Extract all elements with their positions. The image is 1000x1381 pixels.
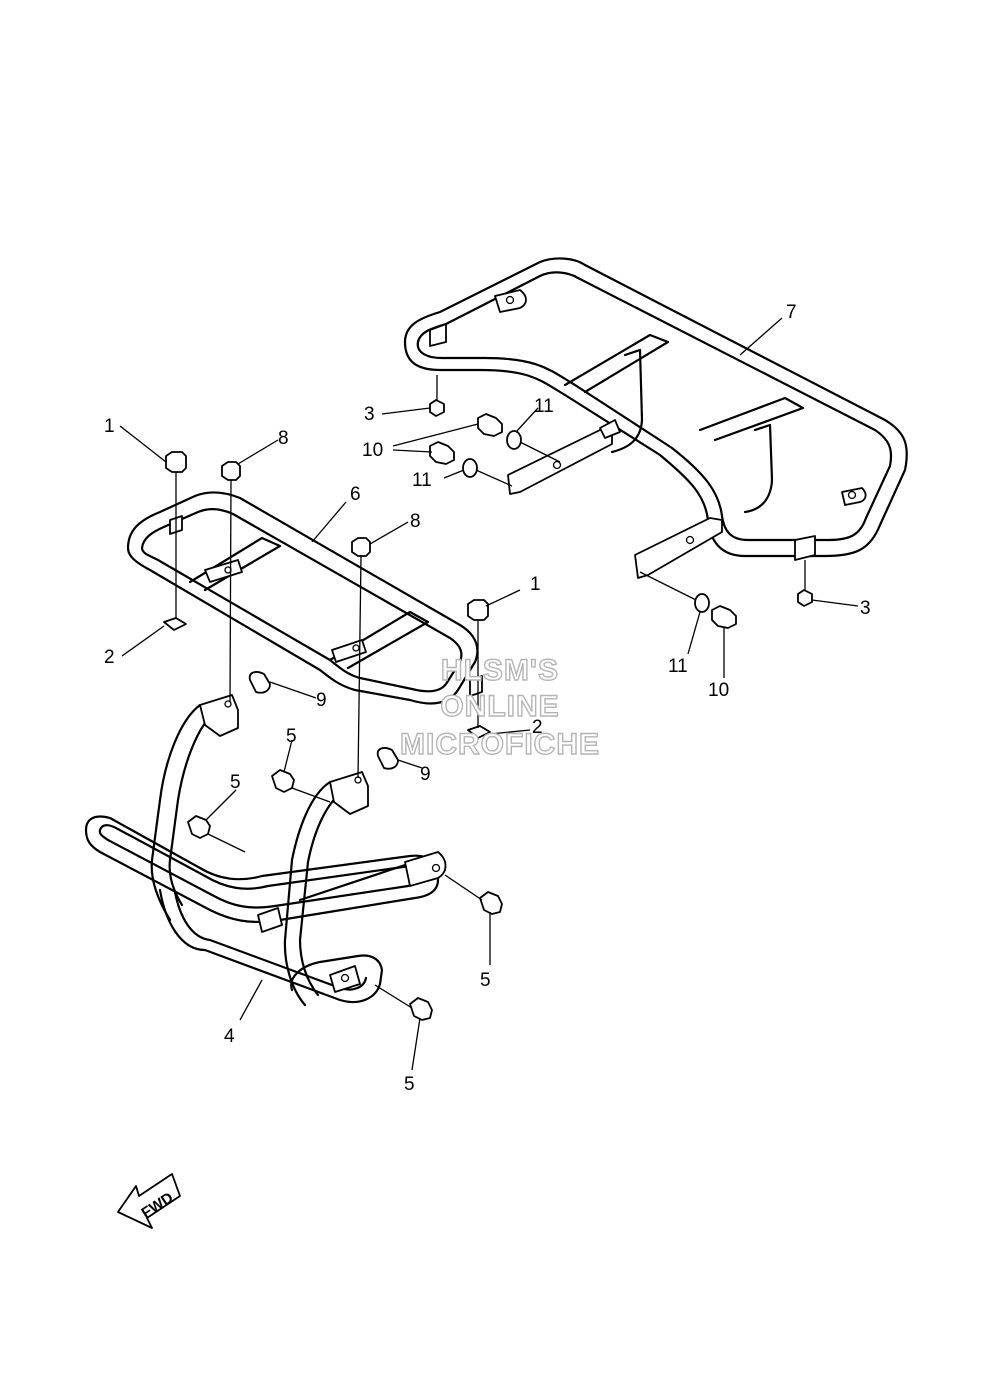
fwd-arrow-icon: FWD bbox=[117, 1173, 181, 1229]
bolt-5-right bbox=[479, 891, 503, 915]
callout-5: 5 bbox=[404, 1074, 415, 1095]
nut-2-left bbox=[163, 617, 187, 631]
bolt-5-left bbox=[187, 815, 211, 839]
bolt-8-left bbox=[221, 461, 241, 481]
callout-11: 11 bbox=[412, 470, 432, 491]
callout-11: 11 bbox=[534, 396, 554, 417]
callout-1: 1 bbox=[530, 574, 541, 595]
watermark-line-1: HLSM'S bbox=[441, 654, 559, 687]
bolt-10-right bbox=[711, 605, 737, 629]
washer-11-upper bbox=[506, 430, 522, 450]
callout-leaders bbox=[119, 317, 859, 1071]
washer-11-middle bbox=[462, 458, 478, 478]
callout-10: 10 bbox=[362, 440, 383, 461]
callout-5: 5 bbox=[480, 970, 491, 991]
bolt-1-left bbox=[165, 451, 187, 478]
callout-2: 2 bbox=[532, 717, 543, 738]
bolt-1-right bbox=[467, 599, 489, 626]
callout-7: 7 bbox=[786, 302, 797, 323]
bolt-10-upper bbox=[477, 413, 503, 437]
callout-5: 5 bbox=[286, 726, 297, 747]
bolt-5-upper bbox=[271, 769, 295, 793]
callout-5: 5 bbox=[230, 772, 241, 793]
grommet-9-right bbox=[376, 747, 399, 770]
callout-3: 3 bbox=[364, 404, 375, 425]
watermark-line-2: ONLINE bbox=[440, 690, 559, 723]
callout-2: 2 bbox=[104, 647, 115, 668]
callout-labels: 1 1 2 2 3 3 4 5 5 5 5 6 7 8 8 9 9 10 10 … bbox=[104, 302, 871, 1095]
washer-11-right bbox=[694, 593, 710, 613]
bolt-8-right bbox=[351, 537, 371, 557]
callout-6: 6 bbox=[350, 484, 361, 505]
callout-8: 8 bbox=[410, 511, 421, 532]
grommet-9-left bbox=[248, 671, 271, 694]
nut-2-right bbox=[467, 725, 491, 739]
callout-11: 11 bbox=[668, 656, 688, 677]
callout-8: 8 bbox=[278, 428, 289, 449]
front-guard bbox=[84, 694, 447, 1007]
watermark: HLSM'S ONLINE MICROFICHE bbox=[399, 653, 600, 761]
callout-4: 4 bbox=[224, 1026, 235, 1047]
nut-3-right bbox=[797, 589, 813, 607]
callout-3: 3 bbox=[860, 598, 871, 619]
assembly-lines bbox=[175, 375, 806, 1009]
watermark-line-3: MICROFICHE bbox=[400, 728, 600, 761]
callout-10: 10 bbox=[708, 680, 729, 701]
front-carrier bbox=[126, 491, 483, 705]
callout-1: 1 bbox=[104, 416, 115, 437]
bolt-5-lower bbox=[409, 997, 433, 1021]
bolt-10-middle bbox=[429, 441, 455, 465]
nut-3-left bbox=[429, 399, 445, 417]
fasteners bbox=[163, 399, 813, 1021]
callout-9: 9 bbox=[420, 764, 431, 785]
callout-9: 9 bbox=[316, 690, 327, 711]
